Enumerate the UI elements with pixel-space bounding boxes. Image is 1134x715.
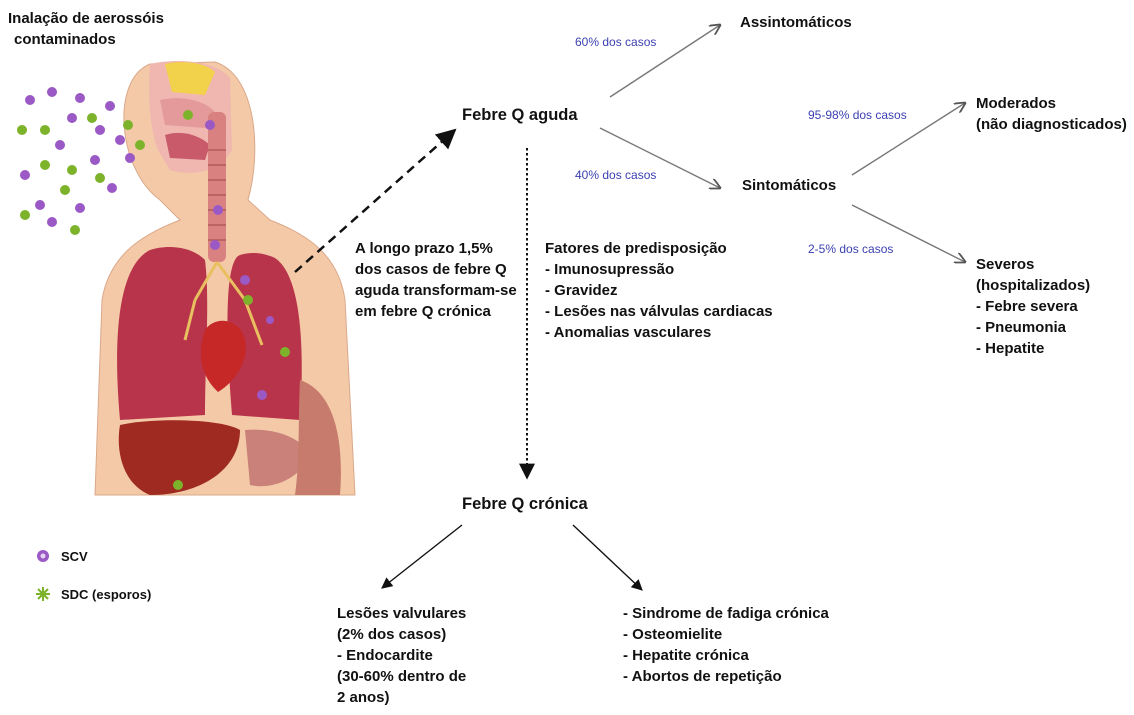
- long-term-line: dos casos de febre Q: [355, 259, 517, 280]
- arrow-chronic-to-other: [573, 525, 642, 590]
- predisposition-item: - Anomalias vasculares: [545, 322, 773, 343]
- sdc-spore-icon: [35, 586, 51, 602]
- inhalation-title-line-2: contaminados: [8, 29, 164, 50]
- valvular-line: (30-60% dentro de: [337, 666, 466, 687]
- predisposition-heading: Fatores de predisposição: [545, 238, 773, 259]
- severe-line: - Hepatite: [976, 338, 1090, 359]
- moderate-line: Moderados: [976, 93, 1127, 114]
- severe-line: (hospitalizados): [976, 275, 1090, 296]
- long-term-note: A longo prazo 1,5% dos casos de febre Q …: [355, 238, 517, 322]
- valvular-lesions: Lesões valvulares (2% dos casos) - Endoc…: [337, 603, 466, 708]
- chronic-manifestation-item: - Abortos de repetição: [623, 666, 829, 687]
- severe-line: - Pneumonia: [976, 317, 1090, 338]
- node-asymptomatic: Assintomáticos: [740, 12, 852, 33]
- pct-symptomatic: 40% dos casos: [575, 168, 656, 182]
- predisposition-item: - Gravidez: [545, 280, 773, 301]
- valvular-line: Lesões valvulares: [337, 603, 466, 624]
- node-moderate: Moderados (não diagnosticados): [976, 93, 1127, 135]
- scv-cell-icon: [35, 548, 51, 564]
- pct-severe: 2-5% dos casos: [808, 242, 893, 256]
- inhalation-title: Inalação de aerossóis contaminados: [8, 8, 164, 50]
- legend-scv: SCV: [35, 548, 88, 564]
- predisposition-item: - Imunosupressão: [545, 259, 773, 280]
- severe-line: - Febre severa: [976, 296, 1090, 317]
- node-symptomatic: Sintomáticos: [742, 175, 836, 196]
- legend-sdc-label: SDC (esporos): [61, 587, 151, 602]
- predisposition-item: - Lesões nas válvulas cardiacas: [545, 301, 773, 322]
- legend-sdc: SDC (esporos): [35, 586, 151, 602]
- long-term-line: aguda transformam-se: [355, 280, 517, 301]
- inhalation-title-line-1: Inalação de aerossóis: [8, 8, 164, 29]
- valvular-line: (2% dos casos): [337, 624, 466, 645]
- chronic-manifestation-item: - Sindrome de fadiga crónica: [623, 603, 829, 624]
- long-term-line: A longo prazo 1,5%: [355, 238, 517, 259]
- pct-asymptomatic: 60% dos casos: [575, 35, 656, 49]
- severe-line: Severos: [976, 254, 1090, 275]
- chronic-manifestation-item: - Osteomielite: [623, 624, 829, 645]
- valvular-line: 2 anos): [337, 687, 466, 708]
- valvular-line: - Endocardite: [337, 645, 466, 666]
- moderate-line: (não diagnosticados): [976, 114, 1127, 135]
- chronic-manifestations: - Sindrome de fadiga crónica - Osteomiel…: [623, 603, 829, 687]
- chronic-manifestation-item: - Hepatite crónica: [623, 645, 829, 666]
- legend-scv-label: SCV: [61, 549, 88, 564]
- long-term-line: em febre Q crónica: [355, 301, 517, 322]
- node-acute: Febre Q aguda: [462, 105, 578, 126]
- predisposition-factors: Fatores de predisposição - Imunosupressã…: [545, 238, 773, 343]
- node-chronic: Febre Q crónica: [462, 494, 588, 515]
- arrow-chronic-to-valvular: [382, 525, 462, 588]
- pct-moderate: 95-98% dos casos: [808, 108, 907, 122]
- node-severe: Severos (hospitalizados) - Febre severa …: [976, 254, 1090, 359]
